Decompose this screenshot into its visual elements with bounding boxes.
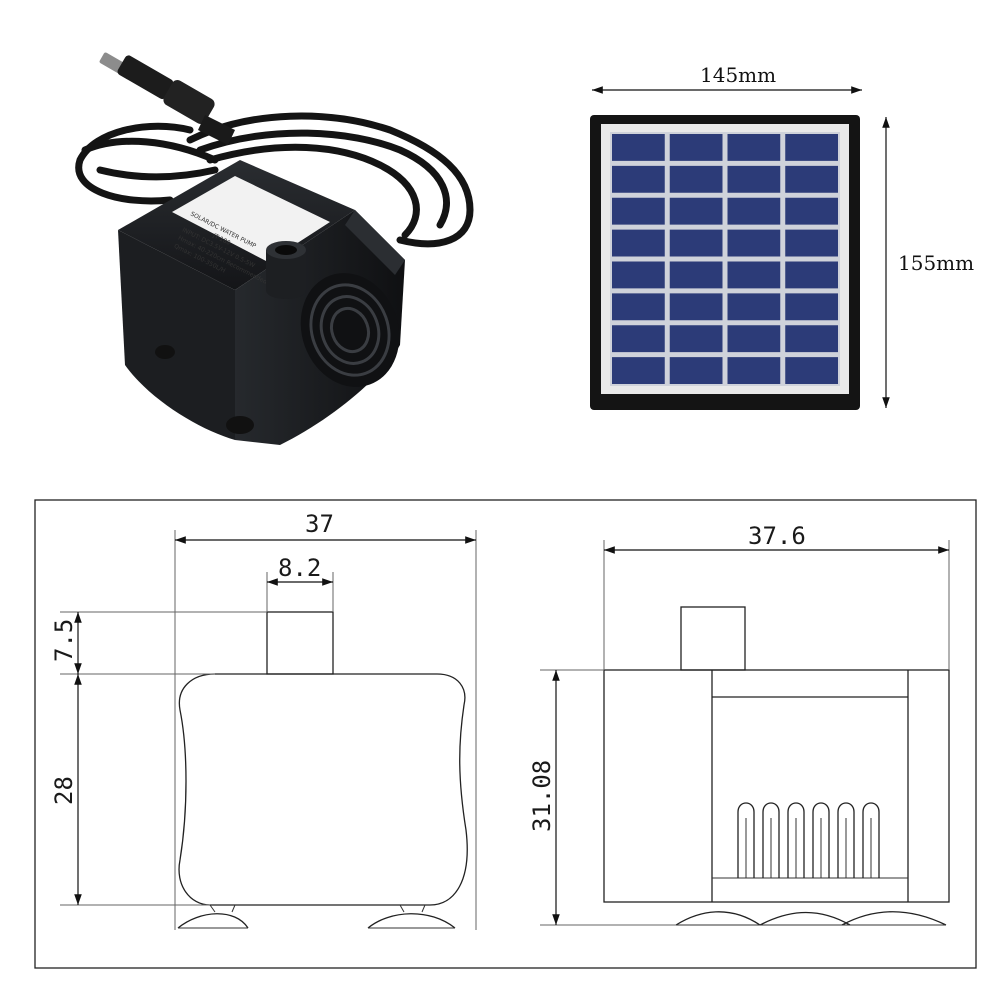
- solar-cell: [785, 357, 838, 384]
- intake-grille-icon: [300, 273, 400, 387]
- solar-cell: [669, 165, 723, 193]
- solar-cell: [727, 229, 781, 257]
- side-outlet: [680, 606, 746, 671]
- solar-cell: [727, 134, 781, 161]
- side-width-label: 37.6: [748, 522, 806, 550]
- grille-fin: [737, 802, 755, 878]
- front-width-label: 37: [305, 510, 334, 538]
- solar-cell: [727, 165, 781, 193]
- grille-fin: [787, 802, 805, 878]
- solar-cell: [669, 229, 723, 257]
- drawing-frame: [34, 499, 977, 969]
- solar-cell: [612, 261, 665, 289]
- outlet-width-label: 8.2: [278, 554, 321, 582]
- panel-width-dimension: 145mm: [592, 63, 862, 94]
- outlet-height-label: 7.5: [50, 619, 78, 662]
- solar-cell: [612, 134, 665, 161]
- body-height-label: 28: [50, 776, 78, 805]
- solar-cell: [727, 197, 781, 225]
- side-body: [603, 669, 950, 903]
- solar-cell: [785, 197, 838, 225]
- solar-cell: [669, 357, 723, 384]
- solar-cell: [785, 229, 838, 257]
- solar-cell: [612, 229, 665, 257]
- grille-fin: [862, 802, 880, 878]
- front-outlet: [266, 611, 334, 675]
- solar-cell: [612, 165, 665, 193]
- solar-cell: [727, 293, 781, 321]
- side-view: 37.6 31.08: [528, 522, 950, 926]
- solar-cell: [727, 357, 781, 384]
- grille-fin: [837, 802, 855, 878]
- solar-cell: [612, 293, 665, 321]
- pump-cable: [75, 112, 474, 248]
- panel-height-dimension: 155mm: [882, 117, 974, 408]
- pump-photo: SOLAR/DC WATER PUMP JT-180 INPUT: DC3.5V…: [75, 52, 474, 445]
- solar-cell: [669, 325, 723, 353]
- solar-cell: [785, 261, 838, 289]
- solar-cell: [669, 134, 723, 161]
- solar-cell: [669, 261, 723, 289]
- panel-height-label: 155mm: [898, 251, 974, 275]
- solar-cell: [785, 325, 838, 353]
- solar-cell: [669, 293, 723, 321]
- front-body: [178, 673, 468, 906]
- solar-cell: [612, 357, 665, 384]
- solar-cell: [669, 197, 723, 225]
- side-grille: [737, 802, 880, 878]
- solar-cell: [785, 165, 838, 193]
- solar-cell: [727, 261, 781, 289]
- panel-width-label: 145mm: [700, 63, 776, 87]
- front-view: 37 8.2 7.5 28: [50, 510, 477, 930]
- solar-cell: [785, 134, 838, 161]
- side-height-label: 31.08: [528, 760, 556, 832]
- dc-plug-icon: [99, 52, 235, 145]
- grille-fin: [812, 802, 830, 878]
- solar-cell: [612, 197, 665, 225]
- outlet-nozzle-icon: [266, 241, 306, 299]
- panel-cells: [612, 134, 838, 384]
- solar-cell: [727, 325, 781, 353]
- solar-panel-photo: [590, 115, 860, 410]
- grille-fin: [762, 802, 780, 878]
- solar-cell: [612, 325, 665, 353]
- solar-cell: [785, 293, 838, 321]
